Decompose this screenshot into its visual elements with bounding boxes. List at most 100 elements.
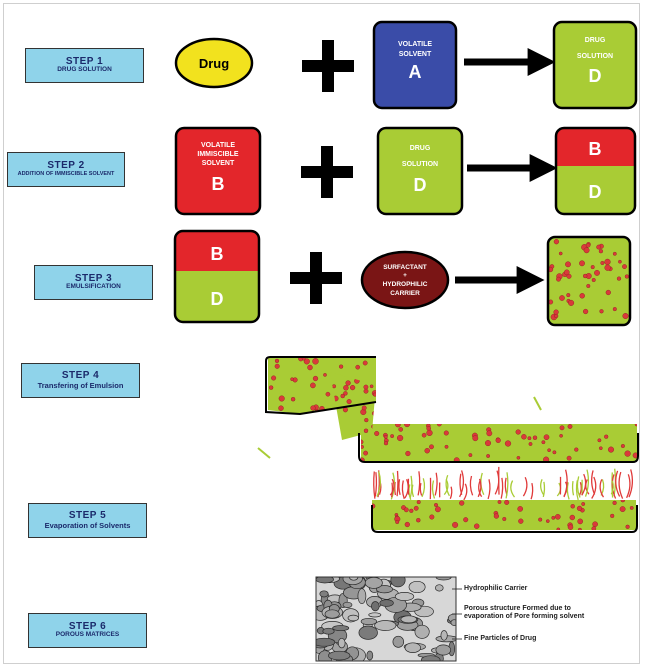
pebble: [420, 655, 441, 661]
droplet: [604, 264, 611, 271]
droplet: [619, 506, 626, 512]
solvent-wisp: [401, 480, 405, 500]
solvent-wisp: [396, 470, 399, 497]
droplet: [493, 513, 500, 519]
solvent-wisp: [398, 479, 401, 495]
droplet: [590, 265, 595, 270]
pebble: [316, 637, 336, 647]
droplet: [616, 276, 622, 281]
droplet: [395, 424, 401, 428]
step1-label: STEP 1 DRUG SOLUTION: [25, 48, 144, 83]
solvent-wisp: [591, 470, 596, 495]
pebble: [404, 642, 421, 653]
solvent-wisp: [575, 480, 579, 501]
droplet: [361, 439, 364, 445]
volatile-solvent-label-bottom: SOLVENT: [399, 51, 432, 58]
evaporating-solvent-wisps: [373, 466, 634, 501]
droplet: [452, 521, 459, 528]
droplet: [372, 411, 376, 416]
step4-subtitle: Transfering of Emulsion: [37, 380, 124, 390]
droplet: [547, 448, 551, 453]
volatile-solvent-a-container: [372, 20, 458, 110]
droplet: [565, 261, 571, 268]
pebble: [332, 625, 350, 632]
plus-icon: [290, 252, 342, 304]
solvent-wisp: [389, 478, 395, 496]
legend-porous-line2: evaporation of Pore forming solvent: [464, 612, 585, 620]
droplet: [495, 437, 501, 444]
emulsion-droplets: [548, 239, 629, 321]
droplet: [361, 445, 364, 449]
immiscible-letter: B: [212, 174, 225, 194]
solvent-wisp: [376, 471, 381, 497]
pebble: [435, 644, 452, 656]
droplet: [474, 523, 480, 529]
drug-solution-letter: D: [589, 66, 602, 86]
dish-droplets: [361, 424, 637, 461]
droplet: [604, 434, 609, 439]
droplet: [350, 385, 356, 391]
solvent-wisp: [581, 473, 587, 496]
droplet: [559, 433, 563, 438]
solvent-wisp: [477, 478, 482, 498]
drug-solution-label-bottom: SOLUTION: [577, 53, 613, 60]
droplet: [596, 244, 602, 250]
step3-subtitle: EMULSIFICATION: [66, 283, 121, 291]
drug-label: Drug: [199, 56, 229, 71]
pebble: [408, 580, 426, 594]
pebble: [358, 625, 378, 640]
pebble: [322, 627, 335, 635]
droplet: [600, 261, 605, 266]
solvent-wisp: [417, 471, 421, 496]
legend-fine-particles: Fine Particles of Drug: [464, 635, 536, 643]
droplet: [426, 429, 433, 437]
droplet: [323, 373, 327, 377]
droplet: [361, 405, 367, 411]
droplet: [325, 391, 331, 397]
droplet: [374, 431, 380, 437]
receiving-dish-outline: [358, 433, 639, 463]
droplet: [416, 518, 421, 523]
pebble: [414, 624, 430, 639]
droplet: [567, 524, 574, 530]
splash-mark: [257, 447, 271, 459]
droplet: [528, 442, 533, 446]
evaporation-dish-fill: [372, 500, 636, 530]
emulsion-container-outline: [546, 235, 632, 327]
droplet: [383, 435, 388, 439]
step2-title: STEP 2: [47, 160, 85, 172]
droplet: [594, 269, 600, 276]
droplet: [404, 521, 410, 528]
droplet: [579, 260, 585, 267]
solvent-wisp: [576, 476, 581, 498]
droplet: [551, 515, 556, 520]
pebble: [435, 584, 444, 592]
droplet: [307, 364, 313, 371]
solvent-wisp: [611, 474, 617, 499]
droplet: [541, 440, 546, 445]
droplet: [556, 276, 561, 282]
droplet: [553, 239, 560, 245]
droplet: [599, 309, 604, 314]
solvent-wisp: [566, 482, 570, 500]
droplet: [567, 424, 573, 429]
solvent-wisp: [373, 471, 376, 499]
step4-title: STEP 4: [61, 370, 100, 382]
droplet: [521, 434, 527, 440]
droplet: [278, 405, 284, 411]
droplet: [363, 384, 369, 390]
droplet: [598, 249, 603, 254]
solvent-wisp: [478, 480, 483, 498]
droplet: [361, 457, 365, 461]
solvent-wisp: [487, 479, 491, 500]
droplet: [570, 504, 575, 509]
droplet: [559, 425, 565, 431]
droplet: [622, 313, 629, 320]
droplet: [342, 407, 348, 413]
surfactant-label-1: SURFACTANT: [383, 264, 427, 271]
step1-subtitle: DRUG SOLUTION: [57, 66, 112, 74]
droplet: [429, 444, 434, 450]
pebble: [392, 635, 405, 648]
surfactant-ellipse: [360, 250, 450, 310]
droplet: [274, 363, 280, 369]
